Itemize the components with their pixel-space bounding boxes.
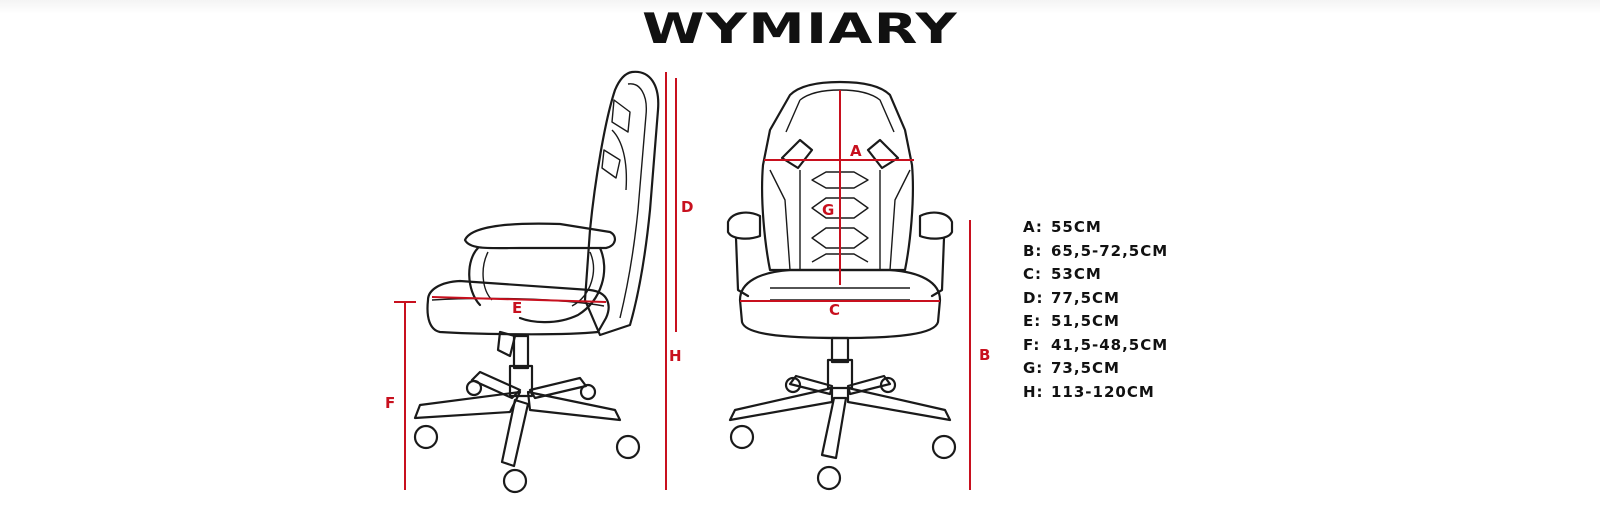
side-view-dimensions: D H E F [385, 72, 693, 490]
top-shadow [0, 0, 1600, 14]
legend-value: 55CM [1051, 218, 1102, 236]
label-G: G [822, 201, 834, 219]
label-H: H [669, 347, 682, 365]
legend-key: E: [1023, 312, 1042, 330]
label-F: F [385, 394, 395, 412]
legend-key: F: [1023, 335, 1041, 354]
legend-value: 41,5-48,5CM [1051, 335, 1169, 354]
label-A: A [850, 142, 862, 160]
legend-value: 53CM [1051, 265, 1102, 283]
legend-row-h: H: 113-120CM [1023, 381, 1168, 405]
front-view-dimensions: G A C B [740, 90, 990, 490]
dimensions-legend: A: 55CM B: 65,5-72,5CM C: 53CM D: 77,5CM E: 5… [1023, 216, 1168, 404]
legend-row-a: A: 55CM [1023, 216, 1168, 240]
label-B: B [979, 346, 990, 364]
label-D: D [681, 198, 693, 216]
legend-key: D: [1023, 288, 1044, 307]
legend-key: A: [1023, 218, 1043, 236]
legend-row-g: G: 73,5CM [1023, 357, 1168, 381]
label-C: C [829, 301, 840, 319]
legend-row-d: D: 77,5CM [1023, 287, 1168, 311]
legend-value: 51,5CM [1051, 312, 1120, 330]
legend-value: 77,5CM [1051, 288, 1120, 307]
legend-value: 113-120CM [1051, 382, 1155, 401]
legend-row-b: B: 65,5-72,5CM [1023, 240, 1168, 264]
legend-row-c: C: 53CM [1023, 263, 1168, 287]
legend-key: H: [1023, 382, 1044, 401]
legend-value: 65,5-72,5CM [1051, 241, 1169, 260]
legend-key: C: [1023, 265, 1043, 283]
legend-key: G: [1023, 359, 1044, 377]
legend-row-f: F: 41,5-48,5CM [1023, 334, 1168, 358]
legend-row-e: E: 51,5CM [1023, 310, 1168, 334]
label-E: E [512, 299, 522, 317]
legend-value: 73,5CM [1051, 359, 1120, 377]
legend-key: B: [1023, 241, 1043, 260]
page-title: WYMIARY [641, 4, 959, 53]
side-view-chair [413, 70, 660, 494]
front-view-chair [726, 80, 957, 491]
